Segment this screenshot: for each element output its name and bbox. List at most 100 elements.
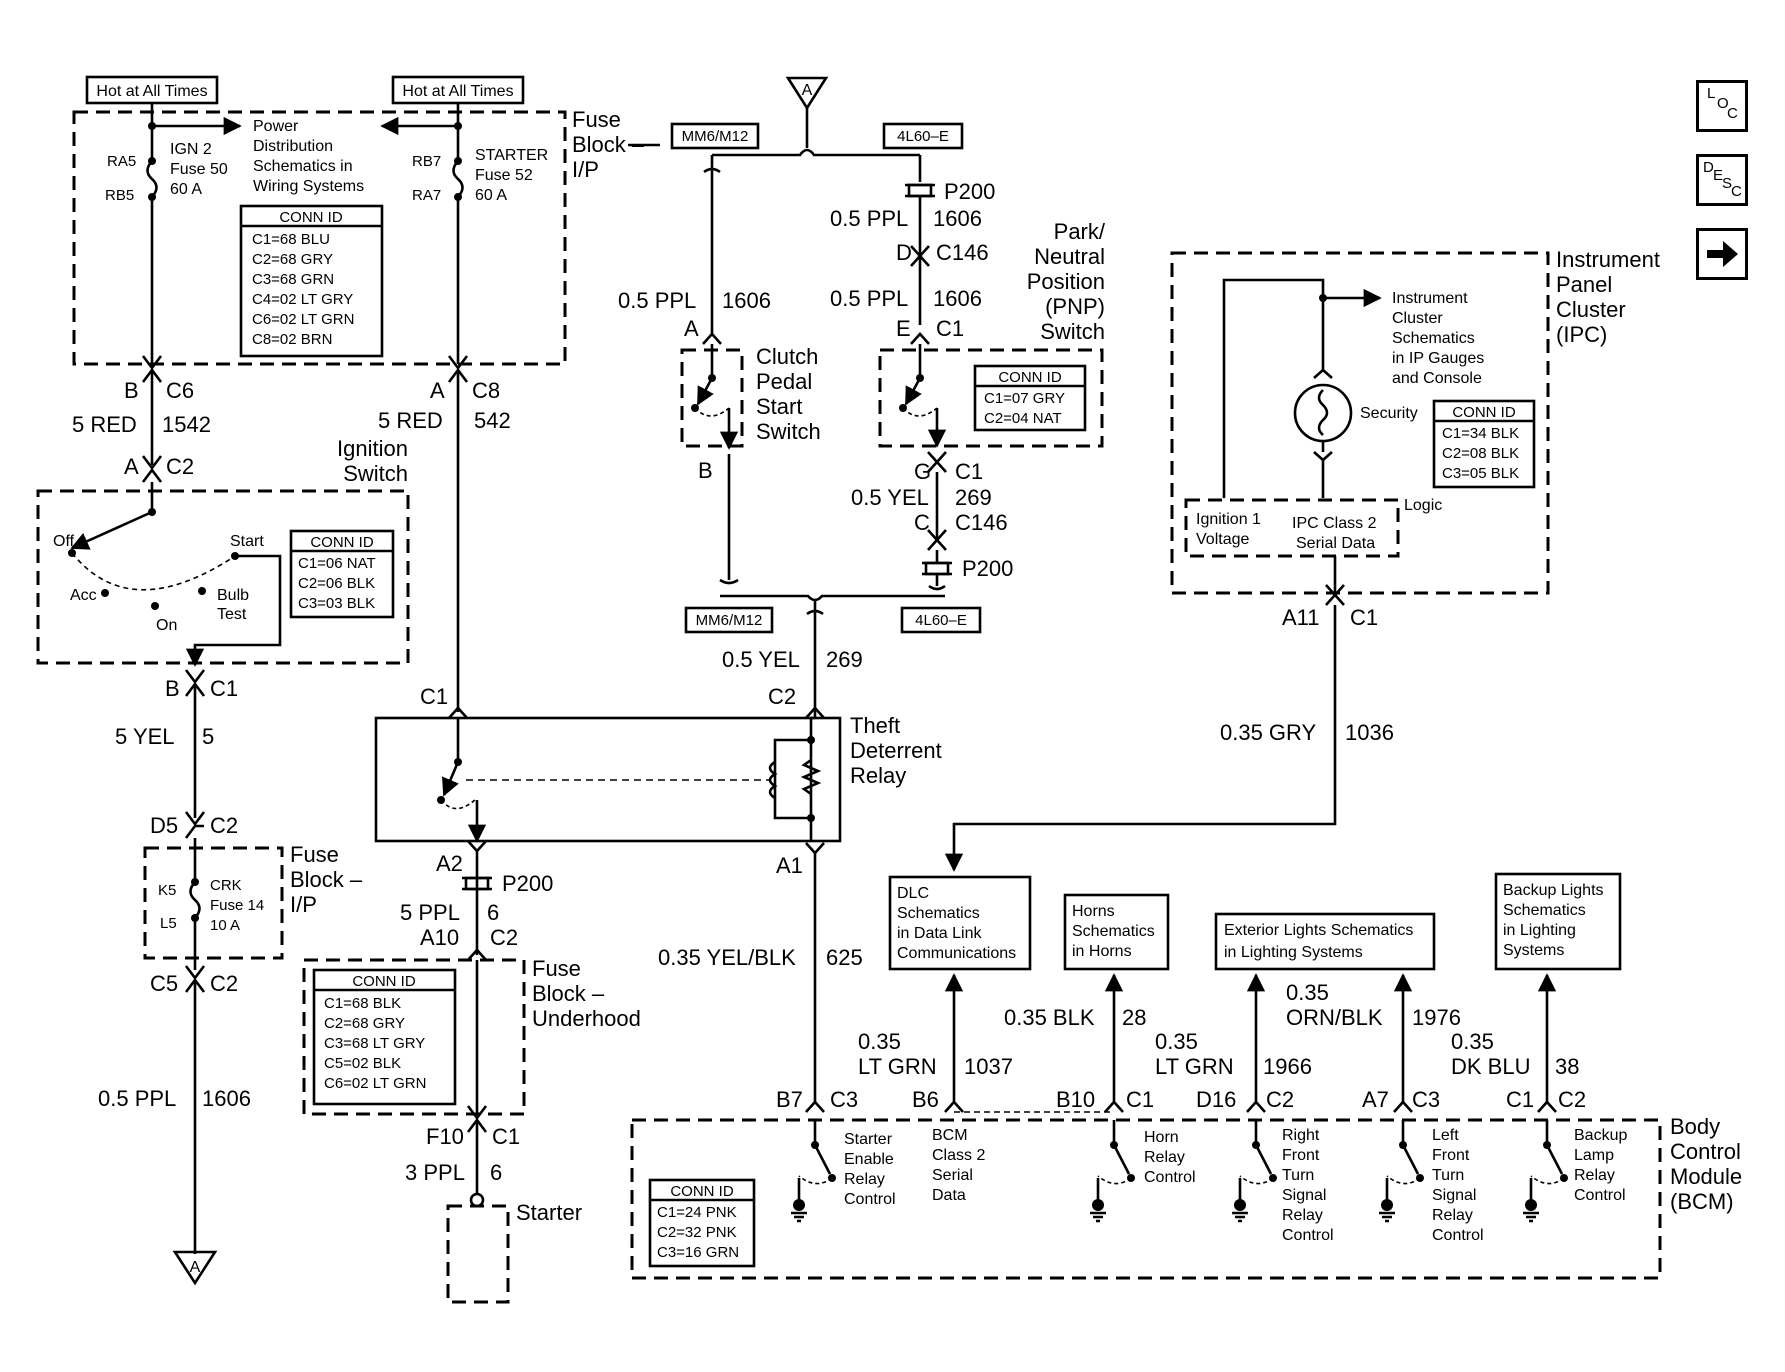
svg-text:C: C bbox=[914, 510, 930, 535]
svg-text:A10: A10 bbox=[420, 925, 459, 950]
svg-text:C8=02 BRN: C8=02 BRN bbox=[252, 331, 332, 348]
svg-text:Block –: Block – bbox=[290, 867, 363, 892]
svg-text:C5=02 BLK: C5=02 BLK bbox=[324, 1055, 401, 1072]
svg-text:On: On bbox=[156, 617, 177, 634]
svg-text:in Lighting: in Lighting bbox=[1503, 922, 1576, 939]
svg-text:RB5: RB5 bbox=[105, 187, 134, 204]
svg-text:DLC: DLC bbox=[897, 885, 929, 902]
ref-horns: Horns Schematics in Horns bbox=[1063, 893, 1170, 971]
svg-text:4L60–E: 4L60–E bbox=[897, 128, 949, 145]
svg-text:Fuse 50: Fuse 50 bbox=[170, 161, 228, 178]
svg-text:C146: C146 bbox=[955, 510, 1008, 535]
svg-text:in Horns: in Horns bbox=[1072, 943, 1132, 960]
svg-text:C1: C1 bbox=[492, 1124, 520, 1149]
svg-text:and Console: and Console bbox=[1392, 370, 1482, 387]
svg-text:Deterrent: Deterrent bbox=[850, 738, 942, 763]
svg-text:C2: C2 bbox=[490, 925, 518, 950]
svg-text:I/P: I/P bbox=[572, 157, 599, 182]
svg-text:0.35 GRY: 0.35 GRY bbox=[1220, 720, 1317, 745]
svg-text:C1=06 NAT: C1=06 NAT bbox=[298, 555, 376, 572]
svg-text:B: B bbox=[124, 378, 139, 403]
svg-text:60 A: 60 A bbox=[475, 187, 507, 204]
svg-text:1606: 1606 bbox=[933, 206, 982, 231]
svg-text:A2: A2 bbox=[436, 851, 463, 876]
svg-text:Switch: Switch bbox=[756, 419, 821, 444]
ground-icon bbox=[1090, 1211, 1106, 1223]
conn-id-ipc: CONN ID C1=34 BLK C2=08 BLK C3=05 BLK bbox=[1432, 399, 1536, 489]
conn-id-fuse-block-ip: CONN ID C1=68 BLU C2=68 GRY C3=68 GRN C4… bbox=[239, 204, 384, 358]
starter-label: Starter bbox=[516, 1200, 582, 1225]
svg-text:Communications: Communications bbox=[897, 945, 1016, 962]
svg-text:Hot at All Times: Hot at All Times bbox=[96, 83, 207, 100]
svg-text:G: G bbox=[914, 459, 931, 484]
svg-text:Data: Data bbox=[932, 1187, 966, 1204]
svg-text:RA7: RA7 bbox=[412, 187, 441, 204]
svg-text:C5: C5 bbox=[150, 971, 178, 996]
svg-text:Class 2: Class 2 bbox=[932, 1147, 985, 1164]
svg-text:Lamp: Lamp bbox=[1574, 1147, 1614, 1164]
crk-fuse-icon bbox=[189, 881, 201, 919]
starter-terminal-icon bbox=[469, 1192, 485, 1208]
svg-text:C1=34 BLK: C1=34 BLK bbox=[1442, 425, 1519, 442]
conn-id-fuse-block-underhood: CONN ID C1=68 BLK C2=68 GRY C3=68 LT GRY… bbox=[312, 968, 457, 1106]
offpage-connector-a-top bbox=[785, 76, 829, 111]
svg-text:Neutral: Neutral bbox=[1034, 244, 1105, 269]
svg-text:(PNP): (PNP) bbox=[1045, 294, 1105, 319]
svg-text:D: D bbox=[896, 240, 912, 265]
svg-text:1037: 1037 bbox=[964, 1054, 1013, 1079]
svg-text:Cluster: Cluster bbox=[1392, 310, 1443, 327]
svg-text:Relay: Relay bbox=[1432, 1207, 1473, 1224]
svg-text:C2=68 GRY: C2=68 GRY bbox=[252, 251, 333, 268]
svg-text:1542: 1542 bbox=[162, 412, 211, 437]
svg-text:Module: Module bbox=[1670, 1164, 1742, 1189]
svg-text:in IP Gauges: in IP Gauges bbox=[1392, 350, 1484, 367]
ground-icon bbox=[791, 1211, 807, 1223]
next-page-button[interactable] bbox=[1696, 228, 1748, 280]
ign2-fuse-icon bbox=[146, 160, 158, 198]
svg-text:F10: F10 bbox=[426, 1124, 464, 1149]
svg-text:Serial: Serial bbox=[932, 1167, 973, 1184]
svg-text:28: 28 bbox=[1122, 1005, 1146, 1030]
svg-text:C3: C3 bbox=[830, 1087, 858, 1112]
svg-text:Switch: Switch bbox=[1040, 319, 1105, 344]
svg-text:in Lighting Systems: in Lighting Systems bbox=[1224, 944, 1363, 961]
svg-text:Relay: Relay bbox=[1574, 1167, 1615, 1184]
svg-text:Serial Data: Serial Data bbox=[1296, 535, 1375, 552]
svg-text:Test: Test bbox=[217, 606, 247, 623]
conn-id-pnp-switch: CONN ID C1=07 GRY C2=04 NAT bbox=[973, 364, 1087, 432]
svg-text:B: B bbox=[165, 676, 180, 701]
svg-text:B10: B10 bbox=[1056, 1087, 1095, 1112]
svg-text:Logic: Logic bbox=[1404, 497, 1442, 514]
svg-text:A11: A11 bbox=[1282, 605, 1320, 630]
svg-text:C146: C146 bbox=[936, 240, 989, 265]
svg-text:C3=16 GRN: C3=16 GRN bbox=[657, 1244, 739, 1261]
svg-text:(BCM): (BCM) bbox=[1670, 1189, 1734, 1214]
svg-text:Horns: Horns bbox=[1072, 903, 1115, 920]
svg-text:Schematics: Schematics bbox=[1392, 330, 1475, 347]
svg-text:Cluster: Cluster bbox=[1556, 297, 1626, 322]
svg-text:Right: Right bbox=[1282, 1127, 1320, 1144]
desc-button[interactable]: D E S C bbox=[1696, 154, 1748, 206]
clutch-switch-title: Clutch bbox=[756, 344, 818, 369]
tag-4l60-bottom: 4L60–E bbox=[900, 606, 982, 634]
svg-text:B6: B6 bbox=[912, 1087, 939, 1112]
svg-text:P200: P200 bbox=[962, 556, 1013, 581]
conn-id-bcm: CONN ID C1=24 PNK C2=32 PNK C3=16 GRN bbox=[648, 1178, 756, 1268]
svg-text:5 RED: 5 RED bbox=[378, 408, 443, 433]
ipc-logic-outline bbox=[1184, 498, 1400, 558]
svg-text:C2: C2 bbox=[210, 813, 238, 838]
svg-text:C8: C8 bbox=[472, 378, 500, 403]
svg-text:C1=07 GRY: C1=07 GRY bbox=[984, 390, 1065, 407]
svg-text:269: 269 bbox=[826, 647, 863, 672]
svg-text:A: A bbox=[124, 454, 139, 479]
svg-text:Left: Left bbox=[1432, 1127, 1459, 1144]
svg-text:1966: 1966 bbox=[1263, 1054, 1312, 1079]
starter-fuse-icon bbox=[452, 160, 464, 198]
svg-text:(IPC): (IPC) bbox=[1556, 322, 1607, 347]
loc-button[interactable]: L O C bbox=[1696, 80, 1748, 132]
svg-text:C1: C1 bbox=[420, 684, 448, 709]
svg-text:Voltage: Voltage bbox=[1196, 531, 1249, 548]
svg-text:6: 6 bbox=[490, 1160, 502, 1185]
svg-text:C1=68 BLK: C1=68 BLK bbox=[324, 995, 401, 1012]
svg-text:Schematics: Schematics bbox=[1503, 902, 1586, 919]
